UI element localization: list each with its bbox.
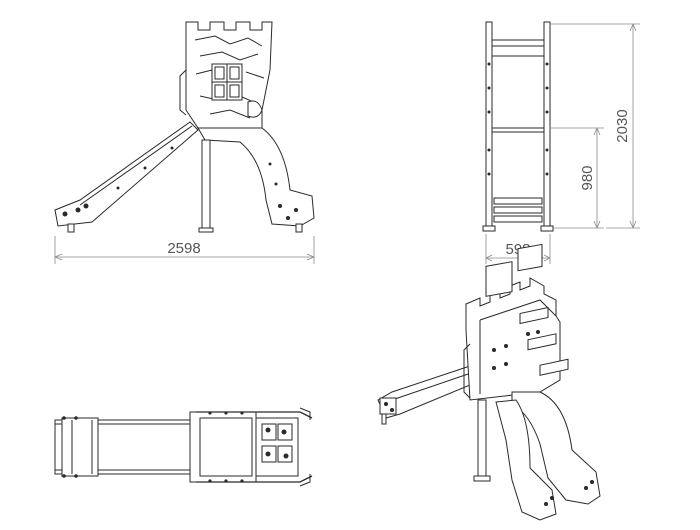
front-platform-height-dimension: 980: [550, 127, 604, 229]
front-total-height-dimension: 2030: [550, 23, 640, 229]
side-width-label: 2598: [167, 240, 200, 257]
iso-tower: [463, 243, 561, 401]
iso-post: [473, 399, 491, 482]
front-view: 598 980 2030: [482, 21, 640, 264]
side-slide-chute: [54, 121, 199, 233]
front-frame: [482, 21, 554, 232]
side-view: 2598: [54, 21, 315, 264]
top-tower: [189, 407, 313, 487]
front-total-height-label: 2030: [614, 109, 631, 142]
side-tower: [179, 21, 273, 129]
top-view: [54, 407, 313, 487]
isometric-view: [377, 243, 601, 521]
side-post: [198, 139, 214, 233]
top-slide: [54, 416, 196, 478]
front-platform-height-label: 980: [579, 165, 596, 190]
side-ladder: [197, 127, 315, 233]
side-width-dimension: 2598: [54, 236, 315, 264]
iso-stairs: [495, 306, 601, 521]
